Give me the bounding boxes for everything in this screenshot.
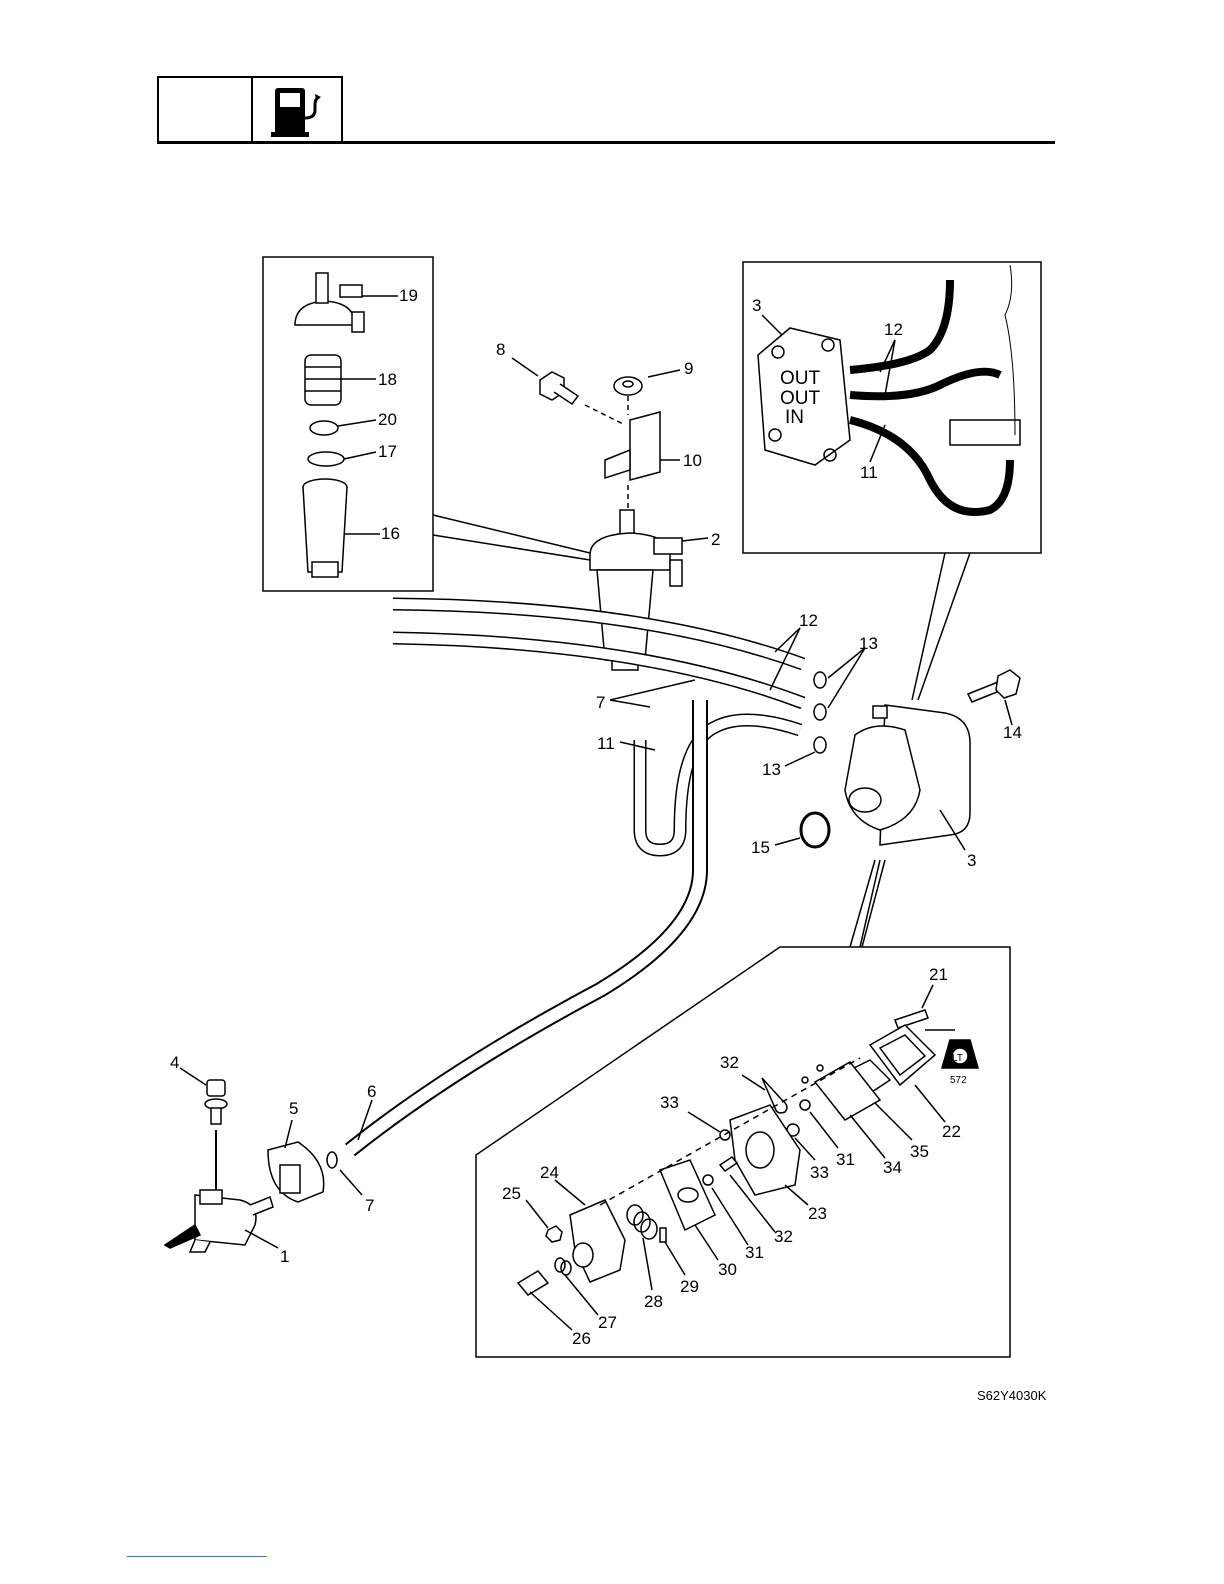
callout-3-inset: 3 xyxy=(752,296,761,315)
part-10-bracket xyxy=(605,412,660,480)
callout-21: 21 xyxy=(929,965,948,984)
part-3-fuel-pump xyxy=(845,705,970,845)
part-29-pin xyxy=(660,1228,666,1242)
callout-31-lower: 31 xyxy=(745,1243,764,1262)
callout-18: 18 xyxy=(378,370,397,389)
part-21-screw xyxy=(895,1010,928,1028)
callout-27: 27 xyxy=(598,1313,617,1332)
callout-8: 8 xyxy=(496,340,505,359)
callout-11-inset: 11 xyxy=(860,463,878,482)
fuel-pump-exploded-inset xyxy=(476,860,1010,1357)
callout-7-upper: 7 xyxy=(596,693,605,712)
part-20-spring-seat xyxy=(310,421,338,435)
part-26-plunger xyxy=(518,1271,548,1295)
callout-10: 10 xyxy=(683,451,702,470)
callout-2: 2 xyxy=(711,530,720,549)
part-30-diaphragm xyxy=(660,1160,715,1230)
callout-15: 15 xyxy=(751,838,770,857)
part-8-bolt xyxy=(540,372,578,404)
callout-20: 20 xyxy=(378,410,397,429)
part-24-cover xyxy=(570,1200,625,1282)
part-18-filter-element xyxy=(305,355,341,405)
part-17-o-ring xyxy=(308,452,344,466)
callout-28: 28 xyxy=(644,1292,663,1311)
sealant-number: 572 xyxy=(950,1075,967,1086)
part-32-valve-lower xyxy=(720,1157,737,1171)
callout-4: 4 xyxy=(170,1053,179,1072)
callout-31-upper: 31 xyxy=(836,1150,855,1169)
part-15-o-ring xyxy=(801,813,829,847)
part-16-filter-cup xyxy=(303,479,347,577)
callout-9: 9 xyxy=(684,359,693,378)
part-4-screw xyxy=(205,1080,227,1124)
inset-label-out-2: OUT xyxy=(780,388,821,409)
callout-32-upper: 32 xyxy=(720,1053,739,1072)
callout-32-lower: 32 xyxy=(774,1227,793,1246)
part-23-pump-body xyxy=(730,1105,800,1195)
footer-link-underline[interactable] xyxy=(127,1556,267,1557)
callout-25: 25 xyxy=(502,1184,521,1203)
part-9-nut xyxy=(614,377,642,395)
callout-13-lower: 13 xyxy=(762,760,781,779)
part-13-clips xyxy=(814,672,826,753)
callout-30: 30 xyxy=(718,1260,737,1279)
callout-22: 22 xyxy=(942,1122,961,1141)
callout-12-inset: 12 xyxy=(884,320,903,339)
callout-16: 16 xyxy=(381,524,400,543)
part-19-filter-cap xyxy=(295,273,364,332)
part-5-grommet xyxy=(268,1142,324,1202)
figure-code: S62Y4030K xyxy=(977,1388,1046,1403)
callout-33-right: 33 xyxy=(810,1163,829,1182)
callout-11: 11 xyxy=(597,734,615,753)
part-25-nut xyxy=(546,1226,562,1242)
callout-3: 3 xyxy=(967,851,976,870)
callout-13-upper: 13 xyxy=(859,634,878,653)
part-14-bolt xyxy=(968,670,1020,702)
part-1-fuel-joint xyxy=(165,1190,273,1252)
callout-26: 26 xyxy=(572,1329,591,1348)
callout-19: 19 xyxy=(399,286,418,305)
callout-7-lower: 7 xyxy=(365,1196,374,1215)
inset-label-out-1: OUT xyxy=(780,368,821,389)
callout-5: 5 xyxy=(289,1099,298,1118)
part-27-spring xyxy=(555,1258,571,1275)
callout-24: 24 xyxy=(540,1163,559,1182)
callout-34: 34 xyxy=(883,1158,902,1177)
part-31-screw xyxy=(800,1100,810,1110)
callout-1: 1 xyxy=(280,1247,289,1266)
callout-23: 23 xyxy=(808,1204,827,1223)
sealant-code: LT xyxy=(952,1053,963,1064)
callout-17: 17 xyxy=(378,442,397,461)
inset-label-in: IN xyxy=(785,407,804,428)
part-31-screw-lower xyxy=(703,1175,713,1185)
part-7-clip xyxy=(327,1152,337,1168)
callout-6: 6 xyxy=(367,1082,376,1101)
callout-29: 29 xyxy=(680,1277,699,1296)
callout-35: 35 xyxy=(910,1142,929,1161)
part-28-spring xyxy=(627,1205,657,1239)
callout-33-left: 33 xyxy=(660,1093,679,1112)
callout-12: 12 xyxy=(799,611,818,630)
callout-14: 14 xyxy=(1003,723,1022,742)
part-2-fuel-filter xyxy=(590,510,682,670)
